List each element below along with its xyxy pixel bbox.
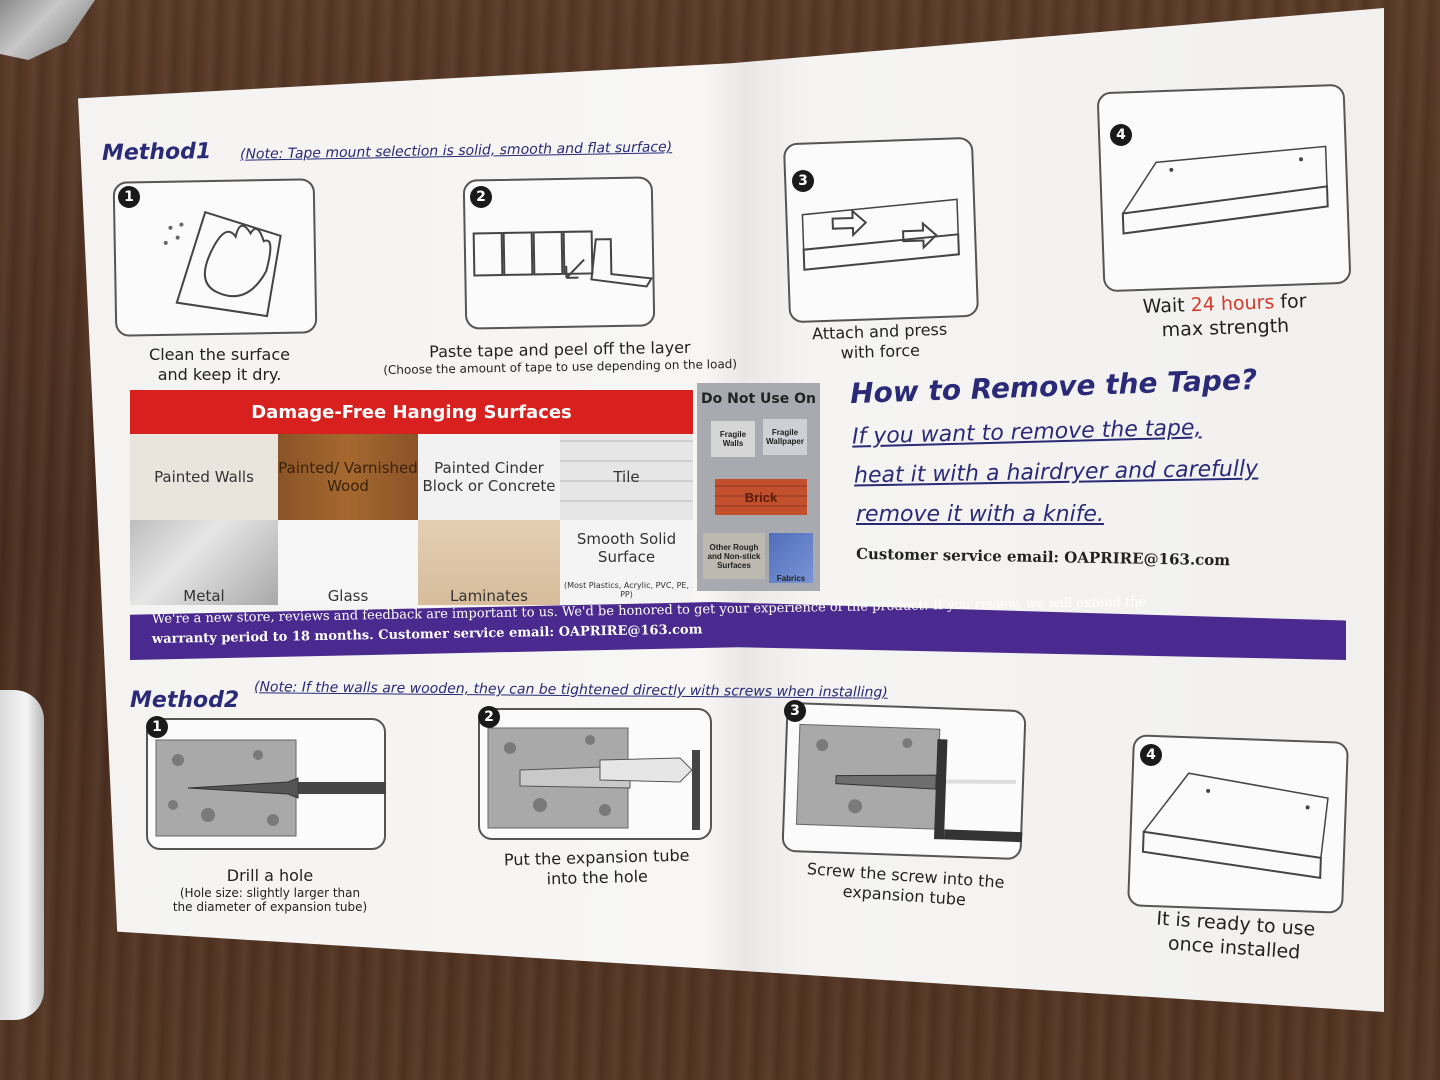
dnu-rough-surfaces: Other Rough and Non-stick Surfaces [703, 533, 765, 579]
method1-title: Method1 [101, 139, 212, 166]
drill-icon [155, 739, 386, 837]
surface-glass: Glass [278, 520, 418, 605]
caption-line: Drill a hole [226, 866, 314, 885]
do-not-use-panel: Do Not Use On Fragile Walls Fragile Wall… [697, 383, 820, 591]
step-badge: 1 [146, 716, 168, 738]
caption-highlight: 24 hours [1190, 291, 1275, 317]
step-badge: 1 [118, 186, 140, 208]
method1-step1-caption: Clean the surface and keep it dry. [122, 345, 317, 385]
dnu-brick: Brick [715, 479, 807, 515]
do-not-use-title: Do Not Use On [701, 391, 816, 407]
caption-subline: the diameter of expansion tube) [172, 900, 368, 914]
caption-line: and keep it dry. [157, 365, 282, 384]
surface-varnished-wood: Painted/ Varnished Wood [278, 434, 418, 520]
hand-wiping-icon [163, 210, 282, 318]
surfaces-title: Damage-Free Hanging Surfaces [130, 390, 693, 434]
step-badge: 3 [792, 170, 814, 192]
surface-painted-walls: Painted Walls [130, 434, 278, 520]
caption-prefix: Wait [1142, 294, 1192, 318]
step-badge: 3 [784, 700, 806, 722]
method2-step1-caption: Drill a hole (Hole size: slightly larger… [150, 866, 390, 914]
method1-step3-caption: Attach and press with force [789, 319, 970, 365]
step-badge: 4 [1140, 744, 1162, 766]
plastic-wrap [0, 0, 95, 60]
screw-icon [795, 723, 1023, 843]
method2-title: Method2 [130, 688, 240, 713]
step-badge: 2 [470, 186, 492, 208]
caption-subline: (Hole size: slightly larger than [179, 886, 361, 900]
dnu-fragile-wallpaper: Fragile Wallpaper [763, 419, 807, 455]
method1-step2-panel [462, 176, 656, 330]
surfaces-table: Damage-Free Hanging Surfaces Painted Wal… [130, 390, 695, 605]
shelf-icon [1141, 772, 1329, 880]
dnu-fragile-walls: Fragile Walls [711, 421, 755, 457]
shelf-press-icon [801, 198, 960, 271]
method1-step4-caption: Wait 24 hours for max strength [1109, 288, 1341, 344]
remove-line-3: remove it with a knife. [856, 502, 1104, 527]
surface-metal: Metal [130, 520, 278, 605]
method2-step2-caption: Put the expansion tube into the hole [480, 845, 715, 891]
method1-step3-panel [782, 136, 980, 324]
expansion-tube-icon [487, 727, 700, 830]
cloth [0, 690, 44, 1020]
method1-step4-panel [1096, 83, 1352, 293]
surface-tile: Tile [560, 434, 693, 520]
step-badge: 4 [1110, 124, 1132, 146]
method2-step3-panel [781, 701, 1027, 861]
method2-step4-panel [1127, 734, 1349, 914]
step-badge: 2 [478, 706, 500, 728]
method2-step2-panel [478, 708, 712, 840]
dnu-fabrics: Fabrics [769, 533, 813, 583]
surface-cinder-block: Painted Cinder Block or Concrete [418, 434, 560, 520]
method1-step1-panel [112, 178, 318, 337]
surface-smooth-solid: Smooth Solid Surface [560, 520, 693, 575]
method2-step1-panel [146, 718, 386, 850]
surface-smooth-solid-note: (Most Plastics, Acrylic, PVC, PE, PP) [560, 575, 693, 605]
shelf-icon [1121, 145, 1329, 235]
surface-laminates: Laminates [418, 520, 560, 605]
caption-suffix: for [1273, 290, 1307, 314]
tape-strips-icon [472, 230, 654, 288]
caption-line: Clean the surface [149, 345, 290, 364]
